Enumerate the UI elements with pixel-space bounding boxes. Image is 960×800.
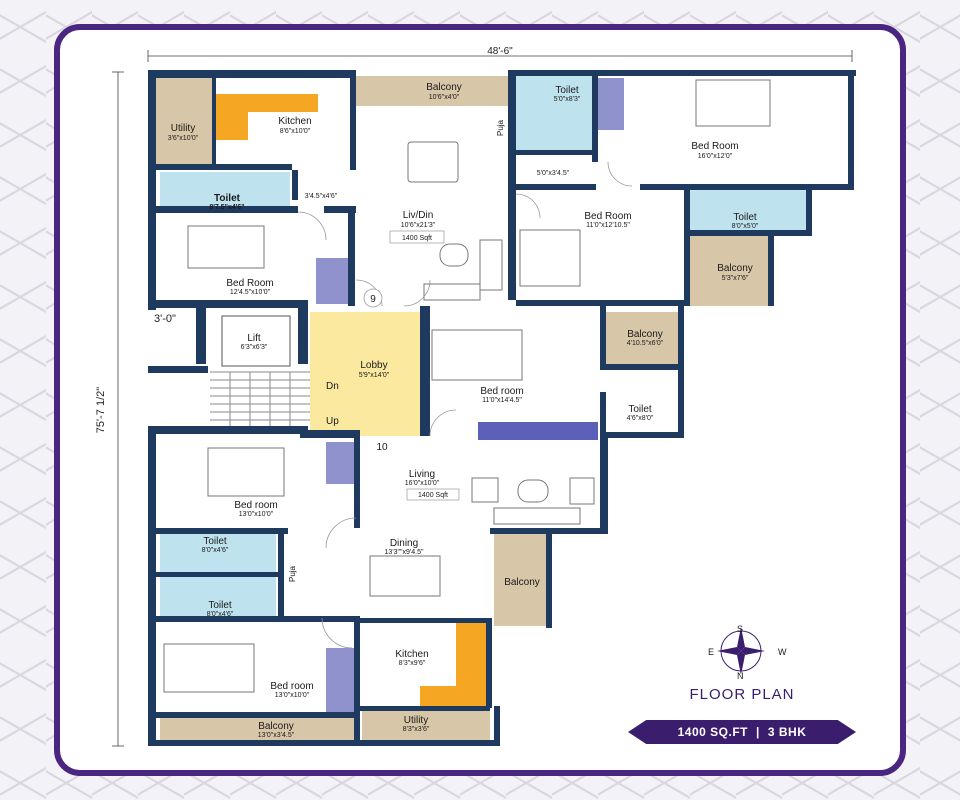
area-tag: 1400 Sqft	[402, 235, 432, 242]
compass-n: N	[737, 671, 744, 681]
room-label: Living	[409, 469, 435, 480]
room-label: Toilet	[208, 600, 232, 611]
door-swings	[297, 161, 633, 649]
compass-s: S	[737, 624, 743, 634]
height-dimension: 75'-7 1/2"	[95, 387, 107, 433]
room-size: 10'6"x4'0"	[429, 94, 460, 101]
offset-dimension: 3'-0"	[154, 313, 176, 325]
toilet-fill-top-right	[516, 76, 596, 152]
lift-shaft	[221, 315, 291, 367]
room-label: Lobby	[360, 360, 387, 371]
room-size: 8'6"x10'0"	[280, 128, 311, 135]
room-size: 13'3""x9'4.5"	[385, 549, 424, 556]
room-size: 4'6"x8'0"	[627, 415, 654, 422]
room-labels: Utility 3'6"x10'0" Kitchen 8'6"x10'0" Ba…	[168, 82, 759, 739]
lobby-fill	[310, 312, 420, 436]
toilet-fill-left	[160, 172, 290, 206]
room-size: 8'3"x9'6"	[399, 660, 426, 667]
room-size: 3'6"x10'0"	[168, 135, 199, 142]
badge-type: 3 BHK	[767, 725, 807, 739]
balcony-fill-lower	[494, 534, 548, 626]
balcony-fill-top	[350, 76, 512, 106]
unit-marker-9: 9	[370, 294, 376, 305]
room-size: 13'0"x10'0"	[275, 692, 310, 699]
room-size: 16'0"x12'0"	[698, 153, 733, 160]
balcony-fill-right	[688, 236, 768, 306]
compass-icon	[717, 627, 765, 675]
room-size: 12'4.5"x10'0"	[230, 289, 271, 296]
room-size: 8'7.5"x4'6"	[209, 204, 244, 211]
badge-area: 1400 SQ.FT	[677, 725, 748, 739]
room-label: Lift	[247, 333, 261, 344]
room-label: Bed room	[480, 386, 523, 397]
room-label: Toilet	[214, 193, 241, 204]
balcony-fill-bottom	[160, 716, 356, 742]
room-label: Balcony	[426, 82, 462, 93]
kitchen-counter-top	[214, 94, 248, 140]
room-label: Balcony	[258, 721, 294, 732]
room-label: Toilet	[733, 212, 757, 223]
room-label: Bed Room	[691, 141, 738, 152]
room-size: 4'10.5"x6'0"	[627, 340, 664, 347]
room-label: Kitchen	[278, 116, 311, 127]
compass-w: W	[778, 647, 787, 657]
badge-separator: |	[756, 725, 760, 739]
room-size: 3'4.5"x4'6"	[305, 193, 338, 200]
plan-title: FLOOR PLAN	[689, 686, 795, 703]
room-label: Puja	[496, 119, 505, 136]
furniture	[163, 79, 771, 693]
unit-marker-10: 10	[376, 442, 388, 453]
room-label: Kitchen	[395, 649, 428, 660]
room-label: Utility	[404, 715, 428, 726]
room-label: Bed room	[270, 681, 313, 692]
room-size: 16'0"x10'0"	[405, 480, 440, 487]
room-label: Liv/Din	[403, 210, 434, 221]
width-dimension: 48'-6"	[487, 46, 513, 57]
room-size: 13'0"x3'4.5"	[258, 732, 295, 739]
room-label: Puja	[288, 565, 297, 582]
room-label: Toilet	[555, 85, 579, 96]
room-label: Toilet	[628, 404, 652, 415]
room-size: 11'0"x14'4.5"	[482, 397, 522, 404]
room-label: Toilet	[203, 536, 227, 547]
room-size: 6'3"x6'3"	[241, 344, 268, 351]
room-label: Dining	[390, 538, 418, 549]
balcony-fill-mid	[606, 312, 678, 364]
room-size: 5'0"x8'3"	[554, 96, 581, 103]
area-badge: 1400 SQ.FT | 3 BHK	[628, 720, 856, 744]
room-label: Balcony	[504, 577, 540, 588]
room-label: Bed Room	[584, 211, 631, 222]
stairs-down: Dn	[326, 381, 339, 392]
toilet-fill-right	[688, 188, 806, 230]
room-label: Balcony	[627, 329, 663, 340]
utility-fill-lower	[362, 710, 490, 740]
room-label: Bed room	[234, 500, 277, 511]
room-fills	[154, 76, 806, 742]
dimension-lines	[112, 50, 853, 747]
staircase	[210, 371, 310, 426]
utility-fill-top	[154, 76, 212, 168]
compass-e: E	[708, 647, 714, 657]
room-size: 5'3"x7'6"	[722, 275, 749, 282]
room-size: 10'6"x21'3"	[401, 222, 436, 229]
area-tag: 1400 Sqft	[418, 492, 448, 499]
room-size: 13'0"x10'0"	[239, 511, 274, 518]
room-size: 8'0"x5'0"	[732, 223, 759, 230]
room-label: Bed Room	[226, 278, 273, 289]
room-size: 5'0"x3'4.5"	[537, 170, 570, 177]
room-label: Balcony	[717, 263, 753, 274]
room-size: 8'0"x4'6"	[202, 547, 229, 554]
room-size: 5'9"x14'0"	[359, 372, 390, 379]
stairs-up: Up	[326, 416, 339, 427]
room-size: 8'0"x4'6"	[207, 611, 234, 618]
room-label: Utility	[171, 123, 195, 134]
room-size: 11'0"x12'10.5"	[586, 222, 630, 229]
walls	[148, 70, 856, 746]
room-size: 8'3"x3'6"	[403, 726, 430, 733]
